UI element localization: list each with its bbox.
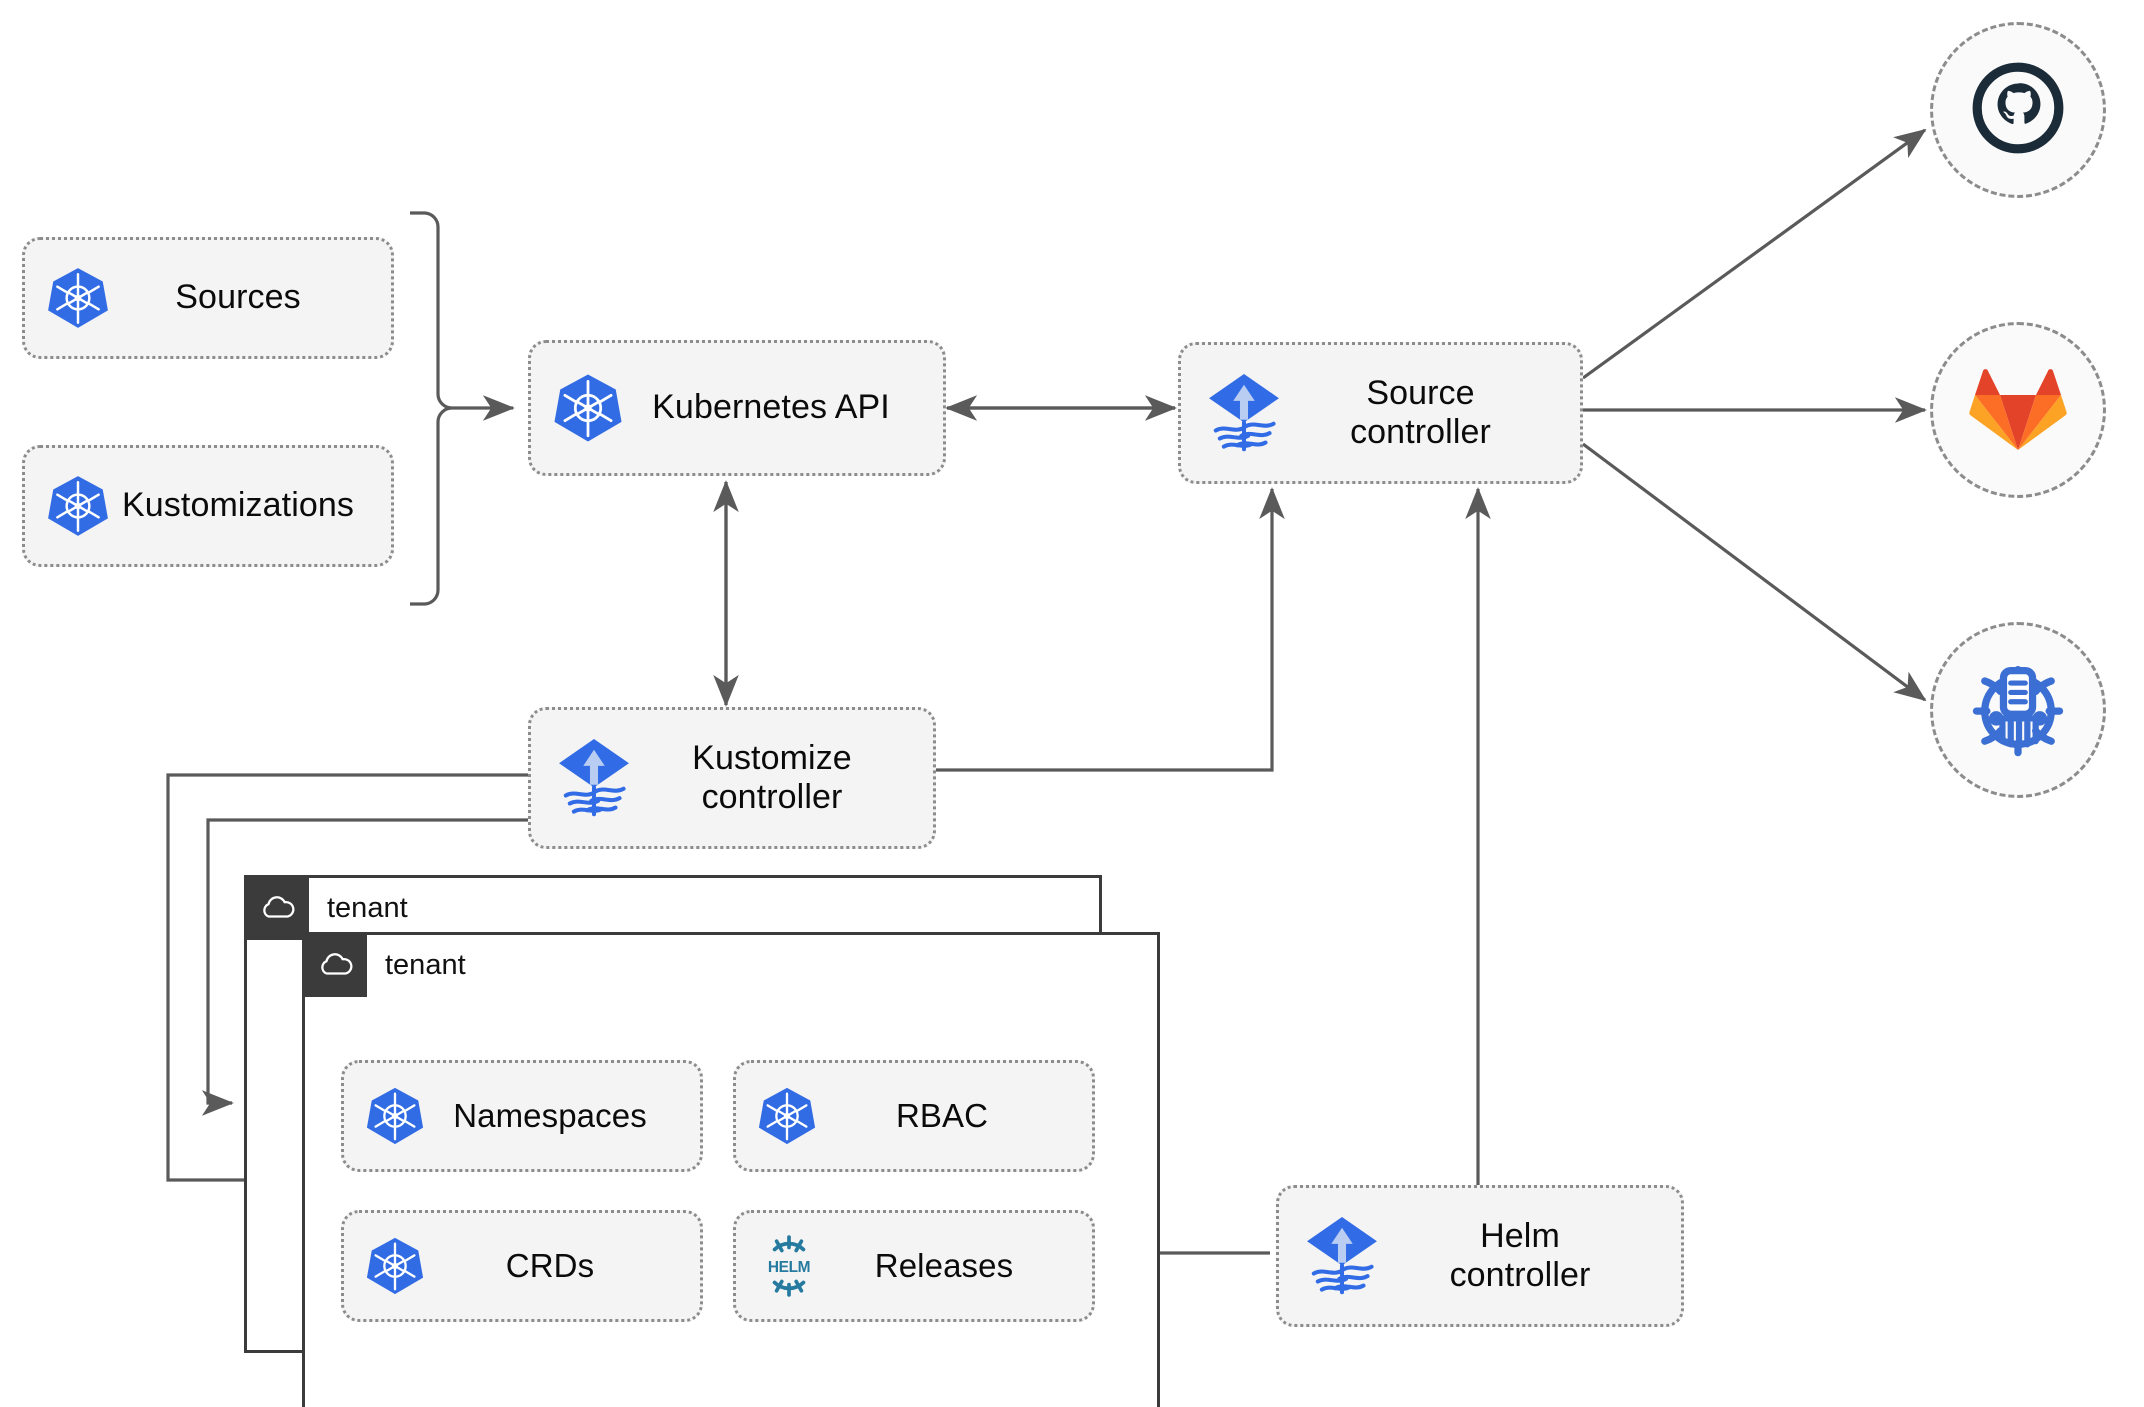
node-kustomizations[interactable]: Kustomizations xyxy=(22,445,394,567)
node-label: CRDs xyxy=(505,1247,595,1285)
external-helm-registry[interactable] xyxy=(1930,622,2106,798)
node-label-line2: controller xyxy=(1449,1256,1591,1294)
node-label: RBAC xyxy=(895,1097,989,1135)
tenant-label: tenant xyxy=(327,892,408,924)
external-github[interactable] xyxy=(1930,22,2106,198)
tenant-titlebar xyxy=(305,935,367,997)
node-releases[interactable]: HELM Releases xyxy=(733,1210,1095,1322)
tenant-window-front[interactable]: tenant xyxy=(302,932,1160,1407)
node-namespaces[interactable]: Namespaces xyxy=(341,1060,703,1172)
helm-registry-icon xyxy=(1964,654,2072,767)
node-label-line1: Kustomize xyxy=(692,738,852,777)
node-rbac[interactable]: RBAC xyxy=(733,1060,1095,1172)
kubernetes-icon xyxy=(551,371,625,445)
node-label-line2: controller xyxy=(1350,413,1491,451)
node-label-line1: Source xyxy=(1366,373,1475,412)
flux-icon xyxy=(1201,368,1287,458)
node-sources[interactable]: Sources xyxy=(22,237,394,359)
node-label: Kubernetes API xyxy=(652,388,890,427)
helm-icon: HELM xyxy=(756,1233,822,1299)
kubernetes-icon xyxy=(364,1235,426,1297)
node-label: Namespaces xyxy=(453,1097,647,1135)
node-helm-controller[interactable]: Helm controller xyxy=(1276,1185,1684,1327)
node-kustomize-controller[interactable]: Kustomize controller xyxy=(528,707,936,849)
flux-icon xyxy=(1299,1211,1385,1301)
cloud-icon xyxy=(317,950,355,983)
gitlab-icon xyxy=(1968,360,2068,461)
node-label-line1: Helm xyxy=(1480,1216,1560,1255)
flux-icon xyxy=(551,733,637,823)
node-label: Kustomizations xyxy=(122,486,354,525)
node-crds[interactable]: CRDs xyxy=(341,1210,703,1322)
node-label: Kustomize controller xyxy=(637,739,913,817)
node-label: Releases xyxy=(874,1247,1014,1285)
node-label: Source controller xyxy=(1287,374,1560,452)
cloud-icon xyxy=(259,893,297,926)
node-source-controller[interactable]: Source controller xyxy=(1178,342,1583,484)
svg-text:HELM: HELM xyxy=(768,1259,810,1276)
kubernetes-icon xyxy=(45,473,111,539)
github-icon xyxy=(1968,58,2068,163)
tenant-label: tenant xyxy=(385,949,466,981)
node-label: Sources xyxy=(175,278,301,317)
kubernetes-icon xyxy=(756,1085,818,1147)
node-kubernetes-api[interactable]: Kubernetes API xyxy=(528,340,946,476)
tenant-titlebar xyxy=(247,878,309,940)
node-label-line2: controller xyxy=(701,778,843,816)
kubernetes-icon xyxy=(364,1085,426,1147)
kubernetes-icon xyxy=(45,265,111,331)
external-gitlab[interactable] xyxy=(1930,322,2106,498)
node-label: Helm controller xyxy=(1385,1217,1661,1295)
